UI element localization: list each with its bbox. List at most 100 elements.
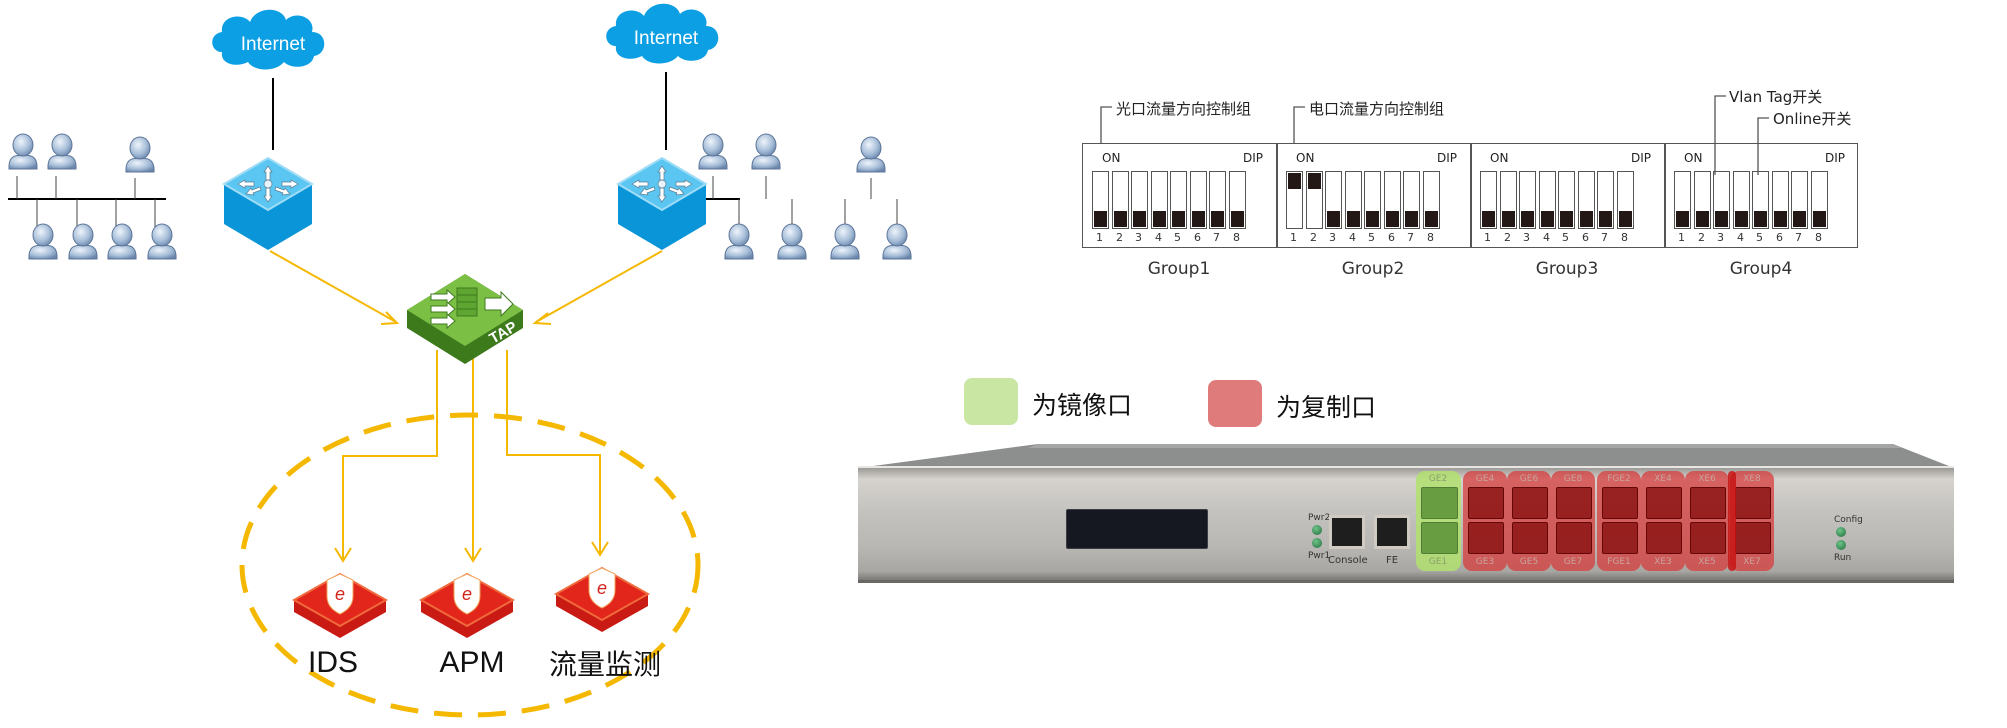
dip-switch-number: 8 [1815, 231, 1822, 244]
dip-label: DIP [1825, 151, 1846, 165]
dip-switch-number: 2 [1310, 231, 1317, 244]
dip-switch-group2-3[interactable] [1325, 171, 1342, 229]
dip-switch-group1-8[interactable] [1229, 171, 1246, 229]
port-label-ge7: GE7 [1563, 557, 1583, 567]
dip-switch-group3-8[interactable] [1617, 171, 1634, 229]
user-icon [147, 223, 177, 260]
dip-switch-number: 6 [1582, 231, 1589, 244]
dip-switch-group4-4[interactable] [1733, 171, 1750, 229]
dip-switch-group3-1[interactable] [1480, 171, 1497, 229]
dip-switch-group1-2[interactable] [1112, 171, 1129, 229]
dip-switch-number: 4 [1737, 231, 1744, 244]
dip-label: DIP [1243, 151, 1264, 165]
dip-switch-group1-4[interactable] [1151, 171, 1168, 229]
cloud-label: Internet [241, 34, 306, 55]
dip-switch-knob [1619, 211, 1632, 227]
port-label-ge1: GE1 [1428, 557, 1448, 567]
dip-switch-group4-6[interactable] [1772, 171, 1789, 229]
dip-switch-group4-3[interactable] [1713, 171, 1730, 229]
dip-switch-knob [1133, 211, 1146, 227]
dip-switch-group4-1[interactable] [1674, 171, 1691, 229]
dip-switch-group2-8[interactable] [1423, 171, 1440, 229]
dip-switch-group2-6[interactable] [1384, 171, 1401, 229]
dip-switch-knob [1405, 211, 1418, 227]
optical-direction-group-callout: 光口流量方向控制组 [1116, 100, 1252, 118]
right-lan-users [698, 133, 912, 260]
dip-switch-number: 7 [1407, 231, 1414, 244]
dip-switch-group3-5[interactable] [1558, 171, 1575, 229]
dip-switch-group1-1[interactable] [1092, 171, 1109, 229]
dip-switch-group1-5[interactable] [1170, 171, 1187, 229]
port-xe5 [1690, 522, 1726, 554]
console-port-label: Console [1328, 555, 1368, 566]
left-lan [8, 133, 177, 260]
dip-switch-group4-5[interactable] [1752, 171, 1769, 229]
dip-switch-number: 3 [1523, 231, 1530, 244]
dip-switch-knob [1327, 211, 1340, 227]
dip-switch-group2-2[interactable] [1306, 171, 1323, 229]
dip-switch-group2-1[interactable] [1286, 171, 1303, 229]
tap-device-icon: TAP [407, 274, 523, 364]
copy-port-group [1685, 471, 1729, 571]
dip-switch-number: 7 [1601, 231, 1608, 244]
user-icon [107, 223, 137, 260]
port-xe3 [1646, 522, 1682, 554]
port-label-ge6: GE6 [1519, 474, 1539, 484]
port-ge8 [1556, 487, 1592, 519]
port-ge4 [1468, 487, 1504, 519]
dip-switch-knob [1502, 211, 1515, 227]
dip-switch-group3-6[interactable] [1578, 171, 1595, 229]
dip-switch-knob [1172, 211, 1185, 227]
dip-switch-group2-7[interactable] [1403, 171, 1420, 229]
port-xe7 [1735, 522, 1771, 554]
dip-group-label: Group1 [1147, 259, 1211, 279]
dip-switch-knob [1347, 211, 1360, 227]
led-label-pwr1: Pwr1 [1308, 551, 1331, 561]
dip-switch-number: 4 [1155, 231, 1162, 244]
dip-switch-knob [1813, 211, 1826, 227]
dip-switch-group1-3[interactable] [1131, 171, 1148, 229]
dip-group-divider [1664, 143, 1666, 248]
user-icon [125, 136, 155, 173]
pwr2-led-icon [1312, 525, 1322, 535]
dip-switch-knob [1676, 211, 1689, 227]
copy-port-group [1730, 471, 1774, 571]
port-ge5 [1512, 522, 1548, 554]
copy-port-group [1551, 471, 1595, 571]
dip-switch-number: 4 [1543, 231, 1550, 244]
dip-switch-knob [1521, 211, 1534, 227]
traffic-monitor-device-icon [555, 567, 649, 633]
port-xe4 [1646, 487, 1682, 519]
dip-switch-group2-4[interactable] [1345, 171, 1362, 229]
dip-switch-number: 2 [1116, 231, 1123, 244]
dip-switch-group1-6[interactable] [1190, 171, 1207, 229]
dip-callout-lines [1100, 95, 1769, 175]
tap-topology-diagram: e Internet Interne [8, 3, 740, 718]
dip-switch-knob [1696, 211, 1709, 227]
dip-switch-group3-3[interactable] [1519, 171, 1536, 229]
dip-switch-knob [1153, 211, 1166, 227]
port-label-xe8: XE8 [1743, 474, 1761, 484]
dip-switch-number: 8 [1427, 231, 1434, 244]
dip-switch-group1-7[interactable] [1209, 171, 1226, 229]
dip-switch-group2-5[interactable] [1364, 171, 1381, 229]
dip-switch-group4-8[interactable] [1811, 171, 1828, 229]
dip-switch-number: 2 [1698, 231, 1705, 244]
port-label-ge2: GE2 [1428, 474, 1448, 484]
user-icon [68, 223, 98, 260]
port-label-xe7: XE7 [1743, 557, 1761, 567]
dip-switch-knob [1793, 211, 1806, 227]
dip-switch-knob [1386, 211, 1399, 227]
user-icon [698, 133, 728, 170]
tool-group-ellipse [239, 412, 701, 718]
port-label-fge2: FGE2 [1607, 474, 1631, 484]
dip-switch-group4-2[interactable] [1694, 171, 1711, 229]
dip-switch-group3-2[interactable] [1500, 171, 1517, 229]
copy-port-group [1641, 471, 1685, 571]
dip-switch-knob [1094, 211, 1107, 227]
port-xe8 [1735, 487, 1771, 519]
dip-switch-knob [1580, 211, 1593, 227]
dip-switch-group3-4[interactable] [1539, 171, 1556, 229]
dip-switch-group4-7[interactable] [1791, 171, 1808, 229]
dip-switch-group3-7[interactable] [1597, 171, 1614, 229]
